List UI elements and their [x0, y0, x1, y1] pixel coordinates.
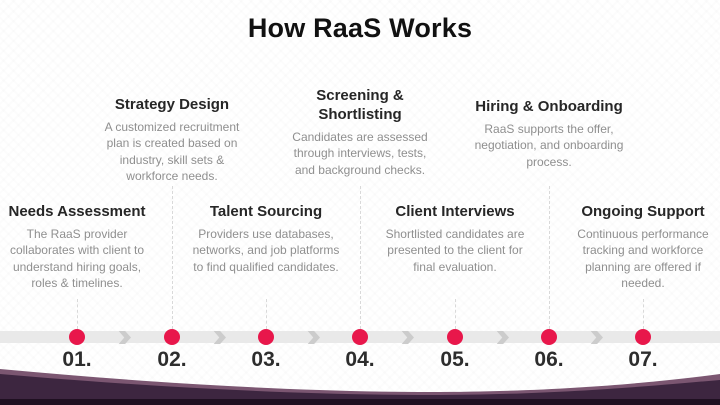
timeline-dot-6 — [541, 329, 557, 345]
step-4-block: Screening & Shortlisting Candidates are … — [285, 87, 435, 178]
step-7-description: Continuous performance tracking and work… — [577, 226, 709, 291]
slide-title: How RaaS Works — [247, 13, 473, 43]
step-2-title: Strategy Design — [114, 96, 230, 113]
step-5-number: 05. — [440, 348, 470, 371]
step-5-description: Shortlisted candidates are presented to … — [385, 226, 525, 274]
connector-dash-1 — [77, 299, 78, 329]
step-3-number: 03. — [251, 348, 281, 371]
step-7-title: Ongoing Support — [581, 203, 705, 220]
step-7-number: 07. — [628, 348, 658, 371]
timeline-dot-1 — [69, 329, 85, 345]
step-6-block: Hiring & Onboarding RaaS supports the of… — [474, 98, 624, 170]
step-1-block: Needs Assessment The RaaS provider colla… — [2, 203, 152, 292]
step-4-title: Screening & Shortlisting — [316, 87, 404, 123]
step-3-description: Providers use databases, networks, and j… — [192, 226, 340, 274]
timeline-dot-3 — [258, 329, 274, 345]
step-6-title: Hiring & Onboarding — [475, 98, 623, 115]
step-2-description: A customized recruitment plan is created… — [104, 119, 240, 184]
chevron-right-icon — [590, 331, 603, 344]
step-6-number: 06. — [534, 348, 564, 371]
step-7-block: Ongoing Support Continuous performance t… — [568, 203, 718, 292]
connector-dash-4 — [360, 186, 361, 329]
chevron-right-icon — [307, 331, 320, 344]
connector-dash-6 — [549, 186, 550, 329]
timeline-dot-4 — [352, 329, 368, 345]
chevron-right-icon — [118, 331, 131, 344]
step-2-block: Strategy Design A customized recruitment… — [97, 96, 247, 185]
step-1-description: The RaaS provider collaborates with clie… — [9, 226, 145, 291]
step-1-number: 01. — [62, 348, 92, 371]
chevron-right-icon — [401, 331, 414, 344]
timeline-dot-7 — [635, 329, 651, 345]
bottom-wave-decoration — [0, 369, 720, 405]
connector-dash-3 — [266, 299, 267, 329]
step-2-number: 02. — [157, 348, 187, 371]
timeline-dot-2 — [164, 329, 180, 345]
connector-dash-5 — [455, 299, 456, 329]
step-6-description: RaaS supports the offer, negotiation, an… — [474, 121, 624, 169]
chevron-right-icon — [496, 331, 509, 344]
step-3-title: Talent Sourcing — [209, 203, 323, 220]
connector-dash-7 — [643, 299, 644, 329]
step-4-description: Candidates are assessed through intervie… — [292, 129, 428, 177]
connector-dash-2 — [172, 186, 173, 329]
timeline-dot-5 — [447, 329, 463, 345]
chevron-right-icon — [213, 331, 226, 344]
step-5-block: Client Interviews Shortlisted candidates… — [380, 203, 530, 275]
step-5-title: Client Interviews — [395, 203, 515, 220]
step-1-title: Needs Assessment — [8, 203, 146, 220]
step-3-block: Talent Sourcing Providers use databases,… — [191, 203, 341, 275]
step-4-number: 04. — [345, 348, 375, 371]
